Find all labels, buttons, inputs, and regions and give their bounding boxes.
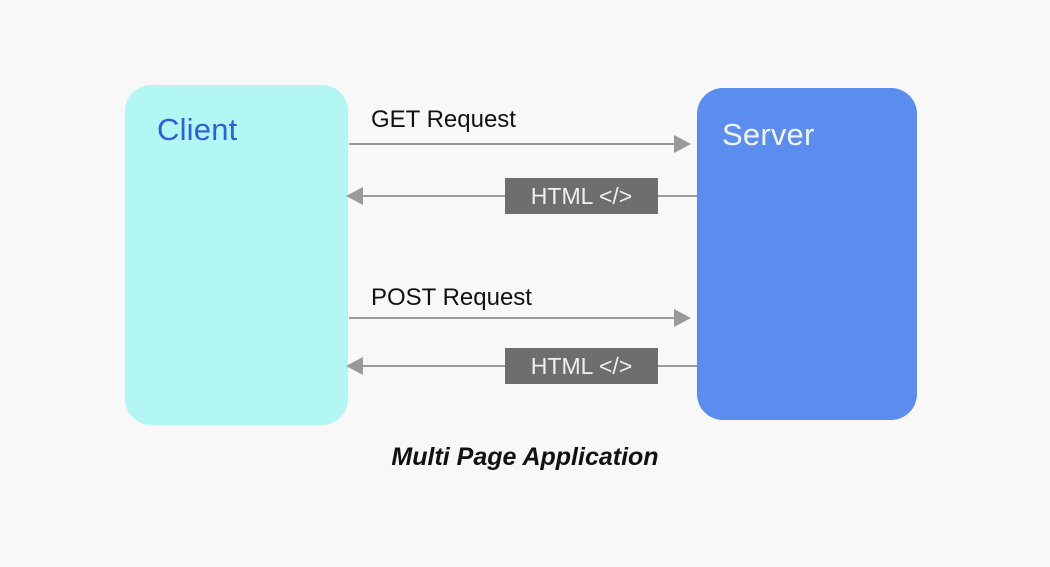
arrow-left-icon-html-response-1	[346, 187, 363, 205]
flow-line-post-request	[349, 317, 674, 319]
payload-chip-html-response-2: HTML </>	[505, 348, 658, 384]
node-client	[125, 85, 348, 425]
flow-line-get-request	[349, 143, 674, 145]
node-server	[697, 88, 917, 420]
flow-label-get-request: GET Request	[371, 106, 516, 133]
payload-chip-html-response-1: HTML </>	[505, 178, 658, 214]
arrow-right-icon-post-request	[674, 309, 691, 327]
flow-label-post-request: POST Request	[371, 284, 532, 311]
diagram-caption: Multi Page Application	[391, 443, 659, 471]
node-server-label: Server	[722, 117, 815, 152]
node-client-label: Client	[157, 112, 238, 147]
arrow-right-icon-get-request	[674, 135, 691, 153]
arrow-left-icon-html-response-2	[346, 357, 363, 375]
